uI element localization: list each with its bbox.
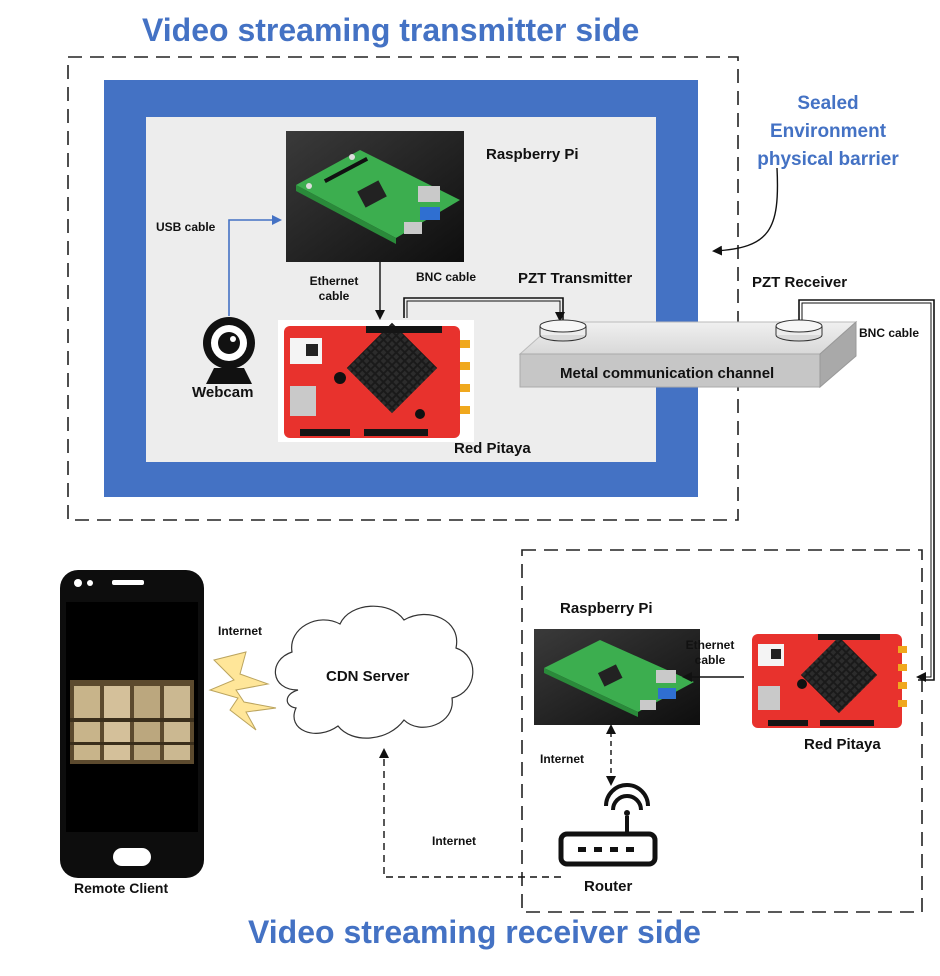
tx-ethernet-cable-line-2: cable [318, 289, 350, 303]
receiver-title: Video streaming receiver side [248, 914, 701, 950]
rx-ethernet-cable-line-2: cable [694, 653, 726, 667]
metal-channel [518, 320, 858, 389]
rx-raspberry-pi-label: Raspberry Pi [560, 600, 653, 617]
rx-bnc-cable-label: BNC cable [859, 326, 920, 340]
rx-ethernet-cable-label: Ethernet cable [682, 638, 738, 668]
tx-red-pitaya-label: Red Pitaya [454, 440, 531, 457]
remote-client-label: Remote Client [74, 880, 169, 896]
tx-ethernet-cable-line-1: Ethernet [309, 274, 359, 288]
lightning-icon [208, 651, 277, 731]
barrier-label: Sealed Environment physical barrier [748, 90, 908, 174]
transmitter-boundary [67, 56, 739, 521]
smartphone-icon [60, 570, 204, 878]
tx-bnc-line [403, 297, 564, 320]
router-label: Router [584, 878, 633, 895]
barrier-label-line-3: physical barrier [757, 149, 899, 170]
pzt-receiver-label: PZT Receiver [752, 274, 848, 291]
receiver-boundary [521, 549, 923, 913]
usb-cable-label: USB cable [156, 220, 216, 234]
barrier-label-line-1: Sealed [797, 93, 859, 114]
pzt-transmitter-label: PZT Transmitter [518, 270, 633, 287]
metal-channel-label: Metal communication channel [560, 365, 775, 382]
webcam-icon [203, 317, 255, 384]
rx-bnc-line [798, 299, 935, 681]
raspberry-pi-tx-image [286, 131, 464, 262]
red-pitaya-rx-image [746, 628, 912, 732]
tx-raspberry-pi-label: Raspberry Pi [486, 146, 579, 163]
pi-router-internet-label: Internet [540, 752, 585, 766]
rx-red-pitaya-label: Red Pitaya [804, 736, 881, 753]
pzt-transmitter-disk [539, 319, 587, 342]
red-pitaya-tx-image [278, 320, 474, 442]
barrier-arrow [712, 167, 779, 256]
barrier-label-line-2: Environment [769, 121, 887, 142]
cdn-server-label: CDN Server [326, 668, 410, 685]
raspberry-pi-rx-image [534, 629, 700, 725]
tx-bnc-cable-label: BNC cable [416, 270, 477, 284]
tx-ethernet-cable-label: Ethernet cable [306, 274, 362, 304]
router-cdn-internet-line [379, 748, 561, 878]
webcam-label: Webcam [192, 384, 254, 401]
pzt-receiver-disk [775, 319, 823, 342]
usb-cable-line [228, 215, 282, 316]
transmitter-title: Video streaming transmitter side [142, 12, 640, 48]
client-internet-label: Internet [218, 624, 263, 638]
rx-ethernet-cable-line-1: Ethernet [685, 638, 735, 652]
router-icon [558, 783, 658, 867]
router-cdn-internet-label: Internet [432, 834, 477, 848]
cloud-icon [274, 605, 474, 739]
